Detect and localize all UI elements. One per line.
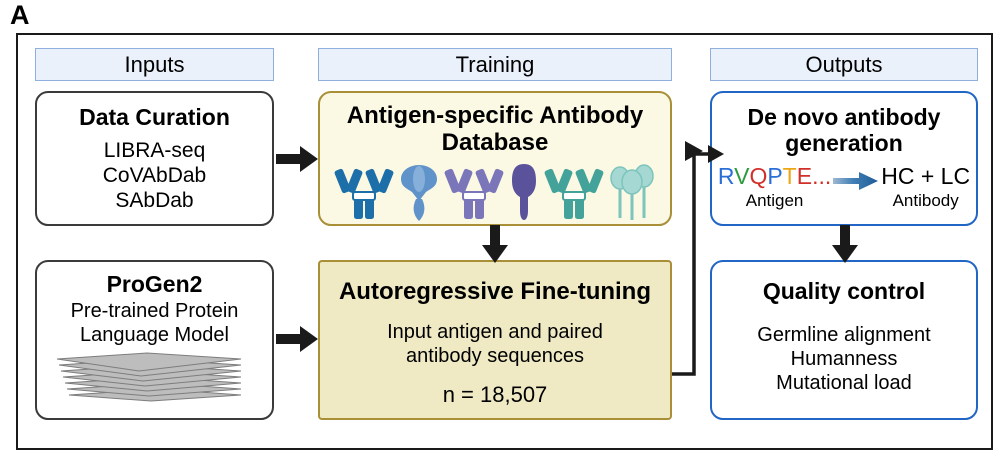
antibody-icon-blue <box>333 161 395 228</box>
antigen-sequence: RVQPTE... <box>718 163 831 190</box>
antigen-icon-lollipop-cluster <box>609 161 657 228</box>
progen2-item: Language Model <box>79 323 229 346</box>
box-de-novo-antibody-generation: De novo antibody generation RVQPTE... An… <box>710 91 978 226</box>
sequence-residue: Q <box>749 162 768 189</box>
quality-control-item: Germline alignment <box>757 323 931 346</box>
box-antigen-specific-antibody-database: Antigen-specific Antibody Database <box>318 91 672 226</box>
sequence-residue: R <box>717 162 735 189</box>
column-header-inputs: Inputs <box>35 48 274 81</box>
quality-control-item: Mutational load <box>776 371 912 394</box>
sequence-ellipsis: ... <box>812 162 832 189</box>
sequence-residue: V <box>734 162 750 189</box>
denovo-input-col: RVQPTE... Antigen <box>718 163 831 211</box>
quality-control-item: Humanness <box>790 347 898 370</box>
sequence-residue: E <box>796 162 813 189</box>
denovo-output-col: HC + LC Antibody <box>881 163 970 211</box>
arrow-progen2-to-finetune <box>276 326 318 352</box>
quality-control-items: Germline alignment Humanness Mutational … <box>757 323 930 395</box>
arrow-finetune-to-denovo <box>672 141 724 376</box>
column-header-training: Training <box>318 48 672 81</box>
antibody-output-label: HC + LC <box>881 162 971 189</box>
antibody-antigen-icon-row <box>333 161 657 228</box>
progen2-title: ProGen2 <box>106 271 203 297</box>
denovo-title-line1: De novo antibody <box>747 104 941 130</box>
antigen-icon-trimer-spike <box>399 161 439 228</box>
data-curation-items: LIBRA-seq CoVAbDab SAbDab <box>103 138 207 214</box>
arrow-denovo-to-quality-control <box>832 225 858 263</box>
figure-frame: Inputs Training Outputs Data Curation LI… <box>16 33 993 450</box>
finetune-sample-count: n = 18,507 <box>442 381 548 407</box>
denovo-title: De novo antibody generation <box>747 104 941 157</box>
box-data-curation: Data Curation LIBRA-seq CoVAbDab SAbDab <box>35 91 274 226</box>
progen2-item: Pre-trained Protein <box>70 299 239 322</box>
database-title-line1: Antigen-specific Antibody <box>346 102 644 129</box>
column-header-inputs-label: Inputs <box>124 51 185 77</box>
denovo-title-line2: generation <box>785 129 903 156</box>
antibody-icon-teal <box>543 161 605 228</box>
column-header-outputs-label: Outputs <box>805 51 883 77</box>
data-curation-item: CoVAbDab <box>102 163 207 187</box>
antibody-caption: Antibody <box>892 190 959 210</box>
arrow-data-curation-to-database <box>276 146 318 172</box>
column-header-outputs: Outputs <box>710 48 978 81</box>
sequence-residue: T <box>782 162 797 189</box>
arrow-database-to-finetune <box>482 225 508 263</box>
box-autoregressive-fine-tuning: Autoregressive Fine-tuning Input antigen… <box>318 260 672 420</box>
generation-arrow-icon <box>831 163 881 196</box>
data-curation-title: Data Curation <box>79 104 230 130</box>
finetune-item: Input antigen and paired <box>387 320 603 343</box>
quality-control-title: Quality control <box>762 278 926 304</box>
finetune-title: Autoregressive Fine-tuning <box>338 278 652 305</box>
progen2-items: Pre-trained Protein Language Model <box>71 299 239 347</box>
antigen-caption: Antigen <box>745 190 804 210</box>
antibody-icon-purple <box>443 161 505 228</box>
panel-label: A <box>10 0 30 30</box>
antigen-icon-club-paddle <box>509 161 539 228</box>
box-progen2: ProGen2 Pre-trained Protein Language Mod… <box>35 260 274 420</box>
box-quality-control: Quality control Germline alignment Human… <box>710 260 978 420</box>
column-header-training-label: Training <box>455 51 535 77</box>
finetune-items: Input antigen and paired antibody sequen… <box>387 320 603 368</box>
sequence-residue: P <box>767 162 783 189</box>
data-curation-item: SAbDab <box>115 189 194 213</box>
denovo-flow-row: RVQPTE... Antigen <box>712 163 976 211</box>
database-title: Antigen-specific Antibody Database <box>346 102 644 157</box>
finetune-item: antibody sequences <box>406 344 584 367</box>
stacked-pages-icon <box>55 351 255 418</box>
database-title-line2: Database <box>441 128 549 156</box>
data-curation-item: LIBRA-seq <box>103 138 206 162</box>
